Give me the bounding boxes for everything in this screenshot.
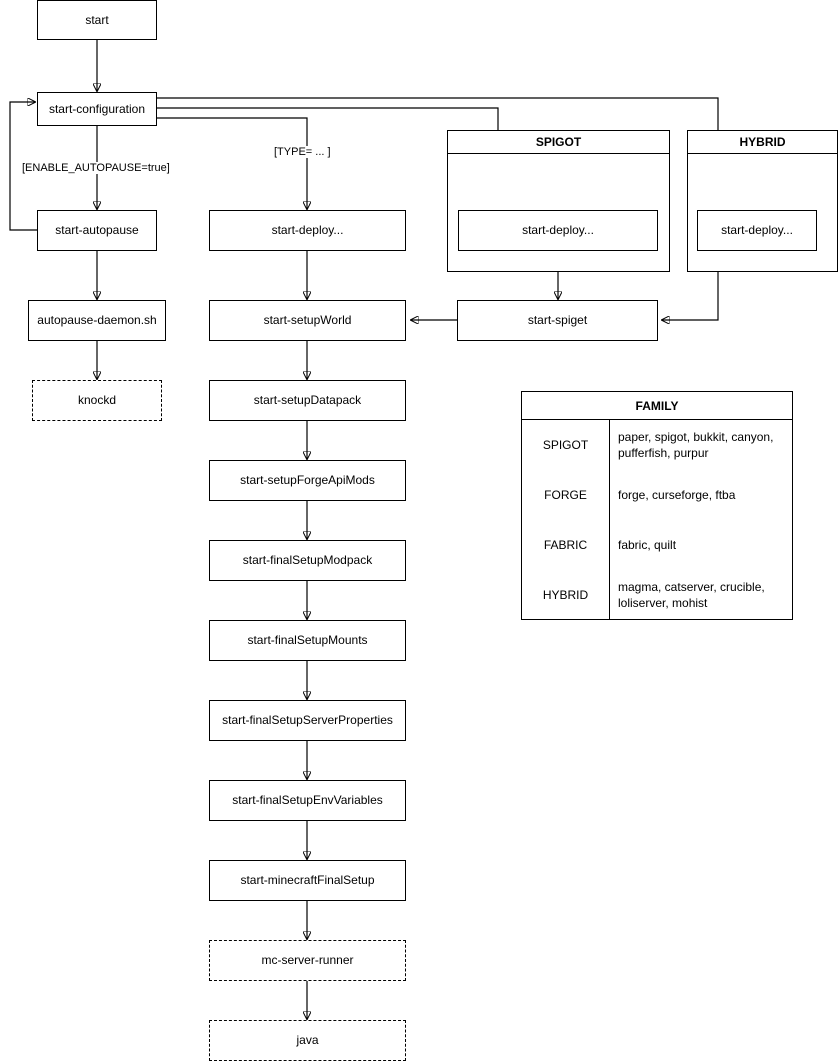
node-knockd[interactable]: knockd xyxy=(32,380,162,421)
family-key: HYBRID xyxy=(522,570,610,620)
node-start-setupforgeapimods[interactable]: start-setupForgeApiMods xyxy=(209,460,406,501)
table-row: HYBRID magma, catserver, crucible, lolis… xyxy=(522,570,792,620)
table-row: FABRIC fabric, quilt xyxy=(522,520,792,570)
family-key: FABRIC xyxy=(522,520,610,570)
family-value: forge, curseforge, ftba xyxy=(618,487,736,502)
node-start-setupdatapack[interactable]: start-setupDatapack xyxy=(209,380,406,421)
node-start-deploy-hybrid[interactable]: start-deploy... xyxy=(697,210,817,251)
family-legend-title: FAMILY xyxy=(522,392,792,420)
family-value: magma, catserver, crucible, loliserver, … xyxy=(618,579,765,610)
node-java[interactable]: java xyxy=(209,1020,406,1061)
table-row: SPIGOT paper, spigot, bukkit, canyon, pu… xyxy=(522,420,792,470)
edge-label-enable-autopause: [ENABLE_AUTOPAUSE=true] xyxy=(20,162,172,174)
node-start[interactable]: start xyxy=(37,0,157,40)
family-key: SPIGOT xyxy=(522,420,610,470)
node-start-deploy-spigot[interactable]: start-deploy... xyxy=(458,210,658,251)
family-value: paper, spigot, bukkit, canyon, pufferfis… xyxy=(618,429,774,460)
node-start-finalsetupenvvariables[interactable]: start-finalSetupEnvVariables xyxy=(209,780,406,821)
node-start-minecraftfinalsetup[interactable]: start-minecraftFinalSetup xyxy=(209,860,406,901)
node-start-deploy-main[interactable]: start-deploy... xyxy=(209,210,406,251)
node-autopause-daemon[interactable]: autopause-daemon.sh xyxy=(28,300,166,341)
group-spigot-title: SPIGOT xyxy=(448,131,669,154)
node-start-finalsetupserverproperties[interactable]: start-finalSetupServerProperties xyxy=(209,700,406,741)
group-hybrid-title: HYBRID xyxy=(688,131,837,154)
edge-label-type: [TYPE= ... ] xyxy=(272,146,333,158)
family-legend: FAMILY SPIGOT paper, spigot, bukkit, can… xyxy=(521,391,793,620)
node-start-configuration[interactable]: start-configuration xyxy=(37,92,157,126)
node-start-finalsetupmodpack[interactable]: start-finalSetupModpack xyxy=(209,540,406,581)
node-start-spiget[interactable]: start-spiget xyxy=(457,300,658,341)
node-start-autopause[interactable]: start-autopause xyxy=(37,210,157,251)
node-start-finalsetupmounts[interactable]: start-finalSetupMounts xyxy=(209,620,406,661)
node-mc-server-runner[interactable]: mc-server-runner xyxy=(209,940,406,981)
node-start-setupworld[interactable]: start-setupWorld xyxy=(209,300,406,341)
family-legend-body: SPIGOT paper, spigot, bukkit, canyon, pu… xyxy=(522,420,792,620)
family-key: FORGE xyxy=(522,470,610,520)
family-value: fabric, quilt xyxy=(618,537,677,552)
table-row: FORGE forge, curseforge, ftba xyxy=(522,470,792,520)
edge-configuration-to-deploy-main xyxy=(157,117,307,209)
